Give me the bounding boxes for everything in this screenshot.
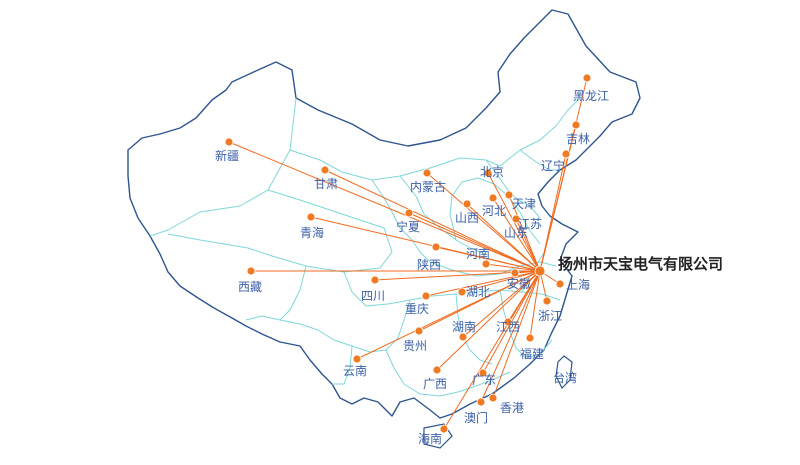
marker-hebei[interactable] xyxy=(488,193,498,203)
province-label-chongqing: 重庆 xyxy=(405,302,429,316)
province-label-ningxia: 宁夏 xyxy=(396,219,420,234)
province-label-jiangsu: 江苏 xyxy=(518,217,542,231)
province-label-beijing: 北京 xyxy=(480,165,504,179)
province-label-yunnan: 云南 xyxy=(343,363,367,378)
marker-aomen[interactable] xyxy=(476,397,486,407)
marker-xinjiang[interactable] xyxy=(224,137,234,147)
route-line-shandong xyxy=(515,218,541,272)
route-line-xinjiang xyxy=(228,141,541,272)
route-line-shaanxi xyxy=(435,246,541,272)
route-line-henan xyxy=(485,263,541,272)
province-label-guangdong: 广东 xyxy=(472,373,496,387)
marker-hubei[interactable] xyxy=(457,287,467,297)
route-line-chongqing xyxy=(425,270,541,297)
province-label-neimenggu: 内蒙古 xyxy=(410,179,446,194)
province-label-xinjiang: 新疆 xyxy=(215,148,239,163)
route-line-liaoning xyxy=(539,153,567,272)
markers-layer xyxy=(224,73,592,434)
marker-xianggang[interactable] xyxy=(488,393,498,403)
route-line-hainan xyxy=(443,270,541,430)
province-label-jilin: 吉林 xyxy=(566,132,590,146)
province-borders xyxy=(149,97,581,397)
marker-tianjin[interactable] xyxy=(504,190,514,200)
marker-sichuan[interactable] xyxy=(370,275,380,285)
province-label-shanghai: 上海 xyxy=(566,277,590,292)
route-line-ningxia xyxy=(408,212,541,272)
province-label-shaanxi: 陕西 xyxy=(417,257,441,272)
marker-beijing[interactable] xyxy=(483,168,493,178)
routes-layer xyxy=(228,77,588,430)
province-label-hainan: 海南 xyxy=(418,431,442,446)
marker-shanxi[interactable] xyxy=(462,199,472,209)
province-label-jiangxi: 江西 xyxy=(496,320,520,334)
province-label-guangxi: 广西 xyxy=(423,377,447,391)
route-line-gansu xyxy=(324,169,541,272)
marker-fujian[interactable] xyxy=(525,333,535,343)
marker-zhejiang[interactable] xyxy=(542,296,552,306)
province-label-taiwan: 台湾 xyxy=(553,370,577,385)
route-line-shanxi xyxy=(466,203,541,272)
marker-hunan[interactable] xyxy=(458,332,468,342)
marker-shaanxi[interactable] xyxy=(431,242,441,252)
province-label-zhejiang: 浙江 xyxy=(538,309,562,323)
marker-hainan[interactable] xyxy=(439,424,449,434)
province-label-heilongjiang: 黑龙江 xyxy=(573,89,609,103)
province-label-qinghai: 青海 xyxy=(300,225,324,240)
route-line-jilin xyxy=(539,124,577,272)
province-label-hubei: 湖北 xyxy=(466,284,490,299)
marker-henan[interactable] xyxy=(481,259,491,269)
marker-guizhou[interactable] xyxy=(414,326,424,336)
province-label-fujian: 福建 xyxy=(520,346,544,361)
route-line-neimenggu xyxy=(426,172,541,272)
route-line-hunan xyxy=(462,270,541,338)
marker-neimenggu[interactable] xyxy=(422,168,432,178)
marker-heilongjiang[interactable] xyxy=(582,73,592,83)
province-label-henan: 河南 xyxy=(466,246,490,261)
china-outline xyxy=(127,9,641,419)
marker-ningxia[interactable] xyxy=(404,208,414,218)
marker-gansu[interactable] xyxy=(320,165,330,175)
province-label-anhui: 安徽 xyxy=(507,276,531,291)
marker-guangdong[interactable] xyxy=(478,368,488,378)
province-label-liaoning: 辽宁 xyxy=(541,158,565,173)
route-line-guangxi xyxy=(436,270,541,371)
marker-shanghai[interactable] xyxy=(555,279,565,289)
province-label-gansu: 甘肃 xyxy=(314,177,338,191)
marker-shandong[interactable] xyxy=(511,214,521,224)
province-label-hebei: 河北 xyxy=(482,204,506,218)
marker-jilin[interactable] xyxy=(571,120,581,130)
hub-label: 扬州市天宝电气有限公司 xyxy=(558,255,723,273)
marker-xizang[interactable] xyxy=(246,266,256,276)
province-label-hunan: 湖南 xyxy=(452,319,476,334)
province-label-xianggang: 香港 xyxy=(500,401,524,415)
province-label-shanxi: 山西 xyxy=(455,211,479,225)
taiwan-outline xyxy=(555,355,573,390)
route-line-hebei xyxy=(492,197,541,272)
province-label-aomen: 澳门 xyxy=(464,410,488,425)
marker-chongqing[interactable] xyxy=(421,291,431,301)
hub-marker[interactable] xyxy=(534,265,546,277)
marker-guangxi[interactable] xyxy=(432,365,442,375)
province-label-shandong: 山东 xyxy=(504,226,528,240)
province-label-guizhou: 贵州 xyxy=(403,339,427,353)
route-line-yunnan xyxy=(356,270,541,360)
marker-jiangxi[interactable] xyxy=(503,317,513,327)
route-line-tianjin xyxy=(508,194,541,272)
marker-anhui[interactable] xyxy=(510,268,520,278)
hainan-outline xyxy=(423,423,453,449)
marker-yunnan[interactable] xyxy=(352,354,362,364)
province-label-tianjin: 天津 xyxy=(512,197,536,211)
province-label-xizang: 西藏 xyxy=(238,280,262,294)
route-line-xianggang xyxy=(492,270,541,399)
route-line-fujian xyxy=(529,270,541,339)
route-line-hubei xyxy=(461,270,541,293)
marker-qinghai[interactable] xyxy=(306,212,316,222)
marker-liaoning[interactable] xyxy=(561,149,571,159)
route-line-aomen xyxy=(480,270,541,403)
province-label-sichuan: 四川 xyxy=(361,289,385,303)
